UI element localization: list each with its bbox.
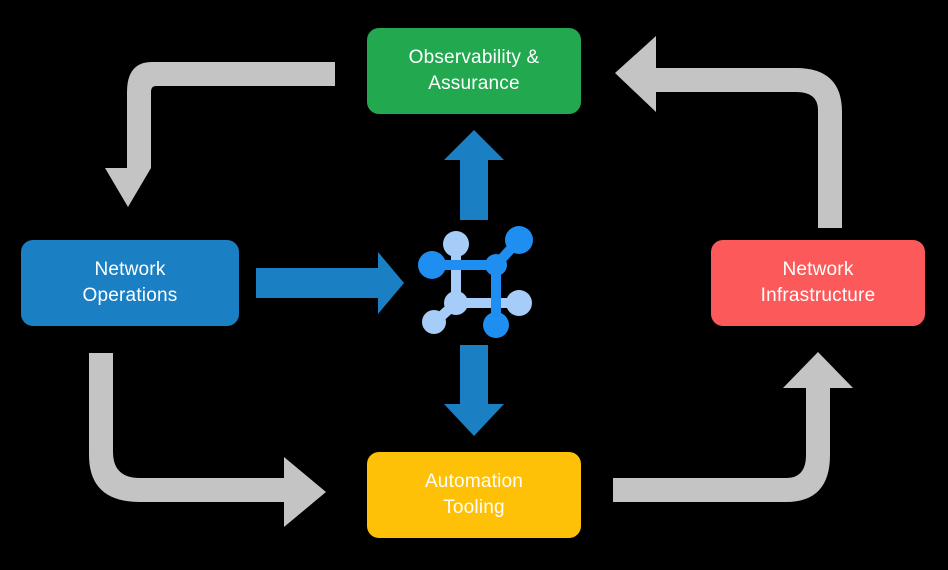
connector-center-to-observability [444,130,504,220]
connector-observability-to-ops [105,62,335,207]
node-box-network-operations[interactable]: Network Operations [21,240,239,326]
node-box-automation-tooling[interactable]: Automation Tooling [367,452,581,538]
connector-automation-to-infrastructure [613,352,853,502]
connector-ops-to-automation [89,353,326,527]
connector-ops-to-center [256,252,404,314]
network-topology-icon-glyph [418,226,533,338]
connector-center-to-automation [444,345,504,436]
node-box-observability[interactable]: Observability & Assurance [367,28,581,114]
connector-infrastructure-to-observability [615,36,842,228]
node-box-network-infrastructure[interactable]: Network Infrastructure [711,240,925,326]
